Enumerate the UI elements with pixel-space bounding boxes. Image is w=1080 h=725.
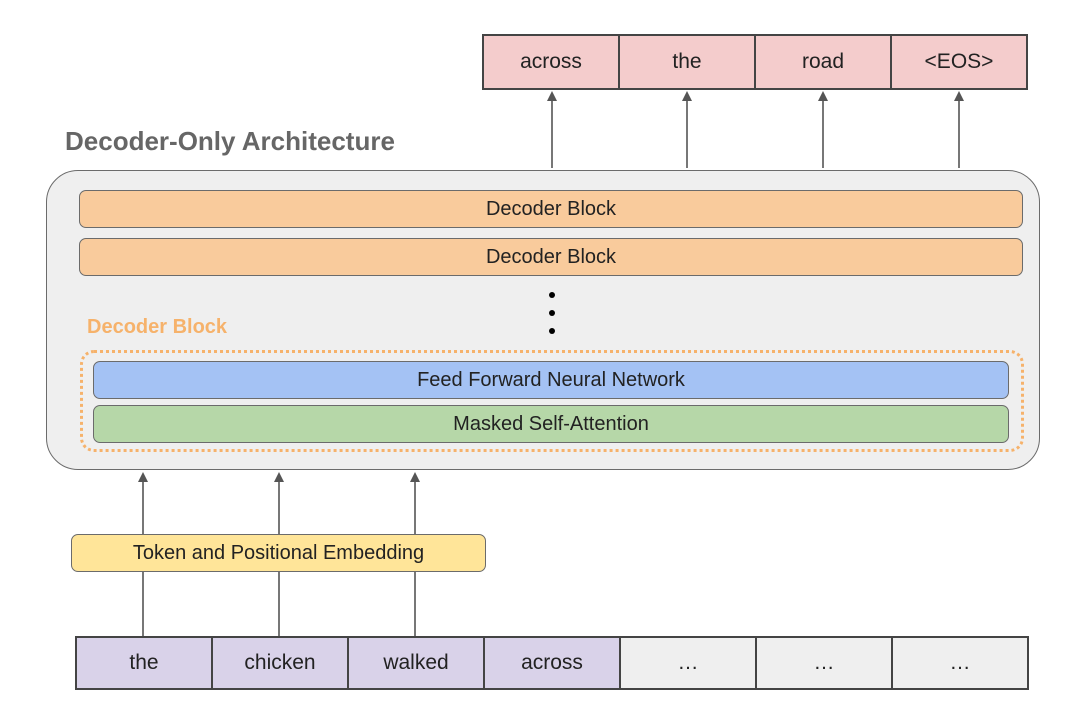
decoder-block: Decoder Block: [79, 190, 1023, 228]
input-token: chicken: [211, 636, 349, 690]
input-token-empty: …: [891, 636, 1029, 690]
masked-self-attention-layer: Masked Self-Attention: [93, 405, 1009, 443]
input-token-empty: …: [755, 636, 893, 690]
diagram-title: Decoder-Only Architecture: [65, 126, 395, 156]
decoder-block: Decoder Block: [79, 238, 1023, 276]
output-token: the: [618, 34, 756, 90]
ellipsis-dot: [549, 328, 555, 334]
output-token: <EOS>: [890, 34, 1028, 90]
decoder-block-detail-label: Decoder Block: [87, 316, 228, 338]
input-token: walked: [347, 636, 485, 690]
ellipsis-dot: [549, 310, 555, 316]
feed-forward-layer: Feed Forward Neural Network: [93, 361, 1009, 399]
embedding-layer: Token and Positional Embedding: [71, 534, 486, 572]
output-token: road: [754, 34, 892, 90]
ellipsis-dot: [549, 292, 555, 298]
input-token: across: [483, 636, 621, 690]
decoder-block-detail-outline: [80, 350, 1024, 452]
input-token: the: [75, 636, 213, 690]
input-token-empty: …: [619, 636, 757, 690]
output-token: across: [482, 34, 620, 90]
